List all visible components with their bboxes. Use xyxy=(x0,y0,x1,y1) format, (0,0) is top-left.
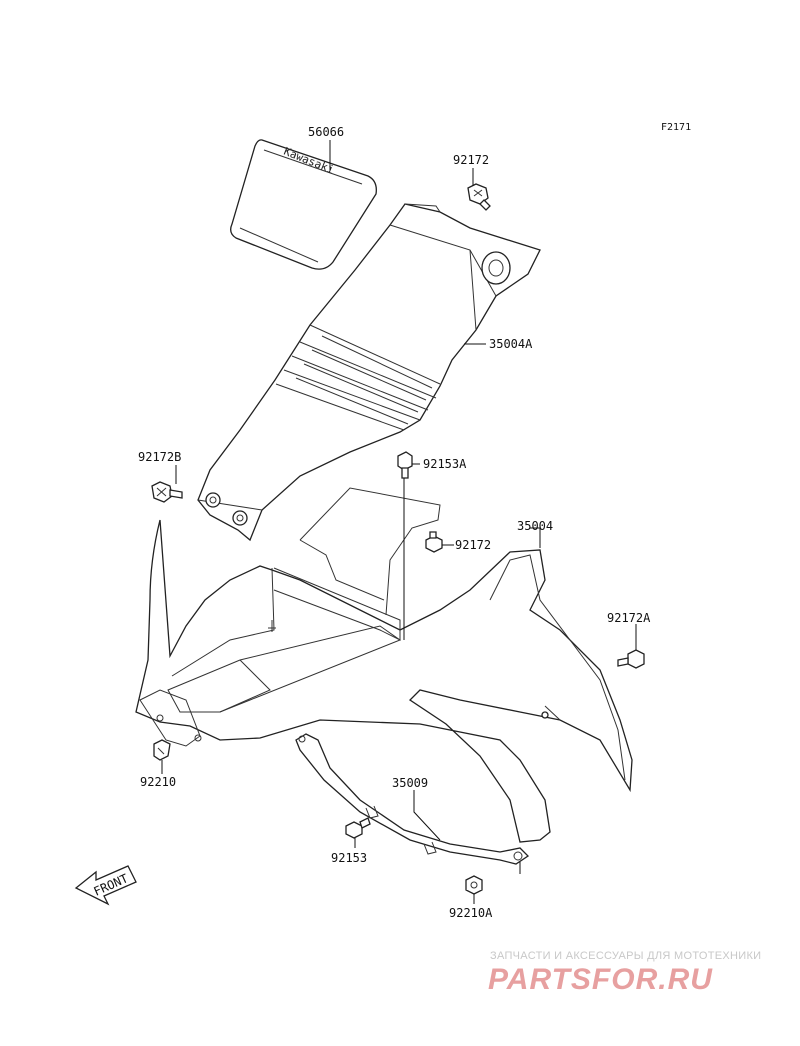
part-label-92172-top: 92172 xyxy=(453,153,489,167)
part-label-92172-mid: 92172 xyxy=(455,538,491,552)
part-label-92172B: 92172B xyxy=(138,450,181,464)
watermark-tagline: ЗАПЧАСТИ И АКСЕССУАРЫ ДЛЯ МОТОТЕХНИКИ xyxy=(490,950,762,962)
bolt-92153 xyxy=(345,817,371,839)
screw-92172-mid xyxy=(425,531,443,553)
part-label-35004A: 35004A xyxy=(489,337,533,351)
screw-92172B xyxy=(151,481,183,503)
part-label-92153A: 92153A xyxy=(423,457,467,471)
bracket-35009 xyxy=(295,733,530,865)
decal-56066: Kawasaki xyxy=(230,139,377,270)
nut-92210 xyxy=(153,739,171,761)
part-label-92172A: 92172A xyxy=(607,611,651,625)
part-label-35004: 35004 xyxy=(517,519,553,533)
part-label-92153: 92153 xyxy=(331,851,367,865)
upper-cowl-35004A xyxy=(197,203,541,542)
figure-code: F2171 xyxy=(661,122,691,133)
bolt-92153A xyxy=(397,451,413,479)
part-label-35009: 35009 xyxy=(392,776,428,790)
leader-lines xyxy=(161,140,637,904)
screw-92172-top xyxy=(467,183,491,211)
screw-92172A xyxy=(617,649,645,669)
part-label-56066: 56066 xyxy=(308,125,344,139)
nut-92210A xyxy=(465,875,483,895)
part-label-92210: 92210 xyxy=(140,775,176,789)
part-label-92210A: 92210A xyxy=(449,906,493,920)
lower-cowl-35004 xyxy=(135,487,633,843)
watermark-brand-logo: PARTSFOR.RU xyxy=(488,963,713,996)
front-arrow: FRONT xyxy=(74,865,137,906)
